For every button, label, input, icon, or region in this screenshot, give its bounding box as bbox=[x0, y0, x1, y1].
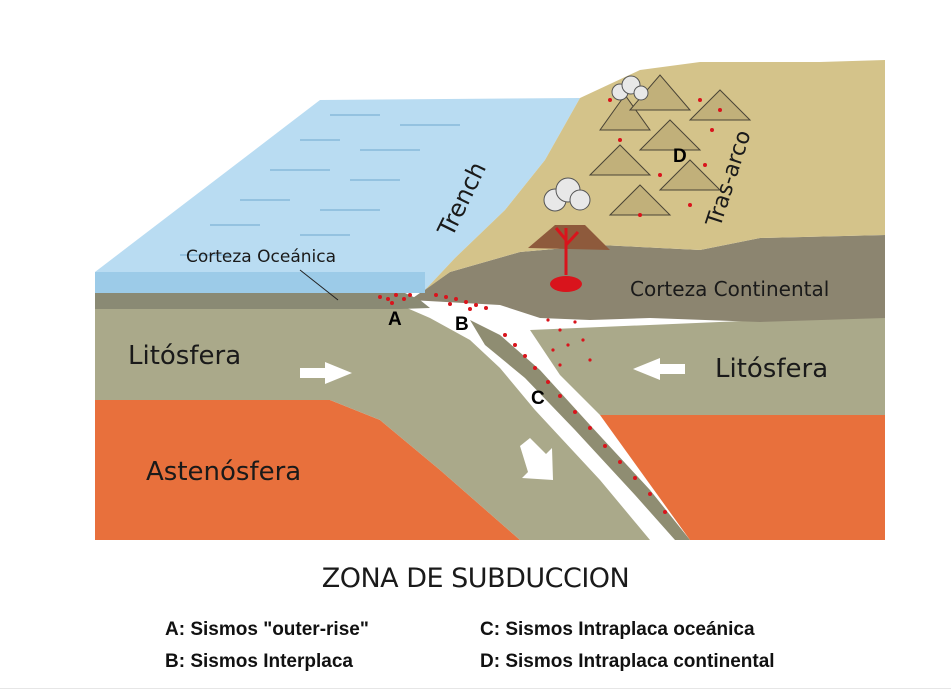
legend-item-b: B: Sismos Interplaca bbox=[165, 651, 353, 672]
asthenosphere-layer bbox=[95, 400, 520, 540]
earthquake-cluster-b bbox=[434, 293, 488, 311]
zone-c-label: C bbox=[531, 388, 545, 409]
earthquake-cluster-d bbox=[608, 98, 722, 217]
arrow-right-icon bbox=[300, 362, 352, 384]
magma-chamber bbox=[550, 276, 582, 292]
eruption-cloud-small bbox=[611, 75, 649, 101]
zone-b-label: B bbox=[455, 314, 469, 335]
legend-item-c: C: Sismos Intraplaca oceánica bbox=[480, 619, 755, 640]
melt-drops bbox=[546, 318, 592, 367]
zone-a-label: A bbox=[388, 309, 402, 330]
corteza-continental-label: Corteza Continental bbox=[630, 277, 829, 301]
corteza-oceanica-label: Corteza Oceánica bbox=[186, 247, 336, 267]
subducting-slab bbox=[470, 320, 690, 540]
zone-d-label: D bbox=[673, 146, 687, 167]
ocean-surface bbox=[95, 98, 580, 290]
litosfera-right-label: Litósfera bbox=[715, 354, 828, 384]
continental-crust bbox=[410, 235, 885, 322]
oceanic-lithosphere bbox=[95, 305, 650, 540]
earthquake-cluster-a bbox=[378, 293, 412, 305]
legend-item-a: A: Sismos "outer-rise" bbox=[165, 619, 369, 640]
astenosfera-label: Astenósfera bbox=[146, 457, 301, 487]
litosfera-left-label: Litósfera bbox=[128, 341, 241, 371]
mountains bbox=[588, 74, 752, 216]
ocean-front-face bbox=[95, 272, 425, 293]
eruption-cloud bbox=[543, 177, 591, 212]
arrow-left-icon bbox=[633, 358, 685, 380]
earthquake-cluster-c bbox=[503, 333, 667, 514]
arrow-down-icon bbox=[520, 438, 553, 480]
volcano bbox=[528, 225, 610, 250]
corteza-oceanica-pointer bbox=[299, 269, 339, 301]
diagram-title: ZONA DE SUBDUCCION bbox=[321, 563, 630, 594]
oceanic-crust bbox=[95, 293, 430, 309]
land-surface bbox=[425, 60, 885, 290]
subduction-diagram: Trench Tras-arco Corteza Oceánica Cortez… bbox=[95, 60, 885, 540]
magma-conduit bbox=[554, 227, 580, 275]
legend-item-d: D: Sismos Intraplaca continental bbox=[480, 651, 775, 672]
bottom-divider bbox=[0, 688, 951, 689]
asthenosphere-layer-right bbox=[600, 415, 885, 540]
continental-lithosphere bbox=[530, 315, 885, 415]
